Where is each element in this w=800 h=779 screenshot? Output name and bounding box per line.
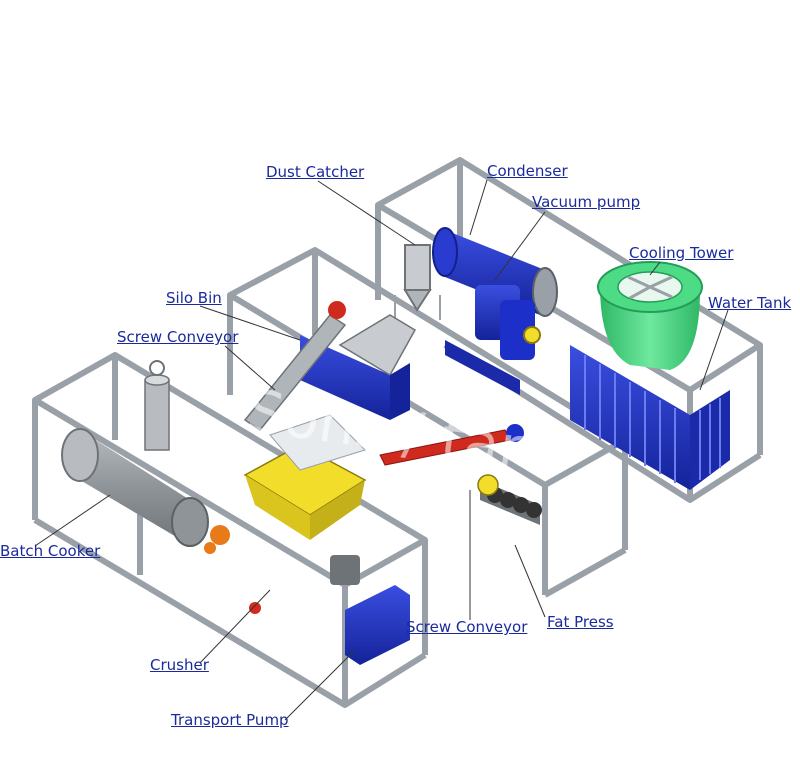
frame-upper-right (375, 157, 763, 503)
screw-conveyor-lower (379, 424, 524, 466)
label-condenser: Condenser (487, 162, 568, 180)
dust-catcher (394, 244, 441, 320)
label-screw-conveyor-bottom: Screw Conveyor (406, 618, 528, 636)
silo-bin (300, 314, 417, 420)
label-water-tank: Water Tank (708, 294, 792, 312)
water-tank (570, 345, 730, 490)
fat-press (477, 474, 542, 525)
label-transport-pump: Transport Pump (171, 711, 289, 729)
label-fat-press: Fat Press (547, 613, 614, 631)
batch-cooker (61, 360, 230, 554)
label-dust-catcher: Dust Catcher (266, 163, 365, 181)
vacuum-pump (445, 285, 541, 395)
crusher (243, 414, 367, 585)
label-cooling-tower: Cooling Tower (629, 244, 734, 262)
label-crusher: Crusher (150, 656, 209, 674)
leader-lines (34, 179, 729, 721)
label-screw-conveyor-top: Screw Conveyor (117, 328, 239, 346)
screw-conveyor-upper (243, 301, 347, 432)
transport-pump (249, 585, 410, 665)
label-silo-bin: Silo Bin (166, 289, 222, 307)
cooling-tower (597, 261, 703, 370)
label-vacuum-pump: Vacuum pump (532, 193, 641, 211)
label-batch-cooker: Batch Cooker (0, 542, 101, 560)
frame-front-left (32, 352, 428, 708)
